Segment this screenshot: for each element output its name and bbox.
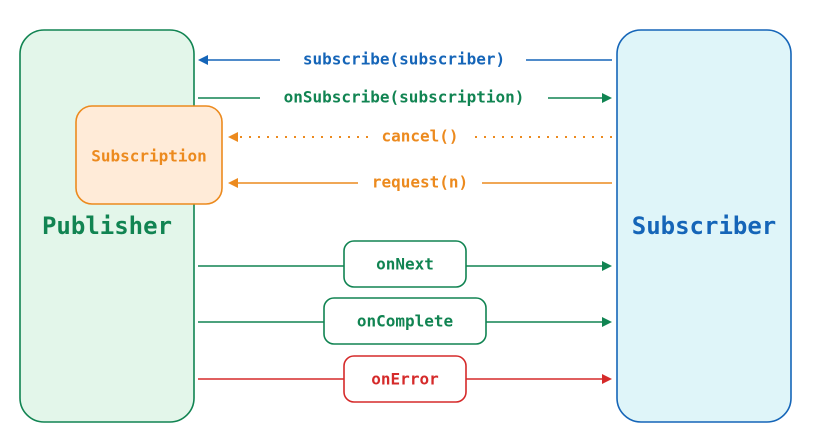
- on-complete-arrow: onComplete: [198, 297, 612, 345]
- on-subscribe-arrow: onSubscribe(subscription): [198, 88, 612, 107]
- on-complete-label: onComplete: [357, 312, 453, 331]
- publisher-label: Publisher: [42, 212, 172, 240]
- on-next-box: [343, 240, 467, 288]
- subscribe-arrow: subscribe(subscriber): [198, 50, 612, 69]
- cancel-arrow: cancel(): [228, 127, 612, 146]
- request-arrow: request(n): [228, 173, 612, 192]
- on-next-label: onNext: [376, 255, 434, 274]
- on-error-label: onError: [371, 370, 438, 389]
- subscriber-label: Subscriber: [632, 212, 777, 240]
- on-error-box: [343, 355, 467, 403]
- subscription-node: Subscription: [75, 105, 223, 205]
- on-error-arrow: onError: [198, 355, 612, 403]
- request-label: request(n): [372, 173, 468, 192]
- subscription-label: Subscription: [91, 147, 207, 166]
- subscriber-node: Subscriber: [616, 29, 792, 423]
- subscribe-label: subscribe(subscriber): [303, 50, 505, 69]
- on-complete-box: [323, 297, 487, 345]
- on-next-arrow: onNext: [198, 240, 612, 288]
- publisher-node: Publisher: [19, 29, 195, 423]
- cancel-label: cancel(): [381, 127, 458, 146]
- on-subscribe-label: onSubscribe(subscription): [284, 88, 525, 107]
